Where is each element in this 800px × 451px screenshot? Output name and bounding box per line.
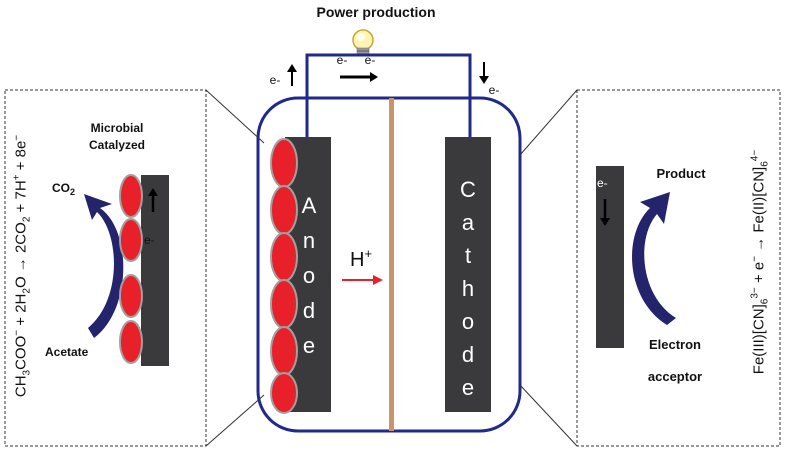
right-zoom-line [519, 89, 578, 156]
cathode-letter: h [462, 276, 474, 301]
electron-acceptor-label-2: acceptor [648, 369, 702, 384]
left-detail-panel [4, 89, 207, 447]
cathode-letter: o [462, 309, 474, 334]
bacterium [119, 218, 143, 262]
anode-reaction-equation: CH3COO− + 2H2O → 2CO2 + 7H+ + 8e− [11, 134, 33, 398]
catalyzed-label: Catalyzed [89, 138, 145, 152]
left-zoom-line [205, 394, 265, 447]
product-label: Product [656, 166, 706, 181]
proton-label: H+ [350, 246, 372, 271]
left-detail-bacteria [119, 174, 143, 364]
anode-letter: o [303, 263, 315, 288]
cathode-letter: a [462, 210, 475, 235]
cathode-letter: e [462, 375, 474, 400]
bacterium [270, 372, 298, 414]
bacterium [119, 320, 143, 364]
left-electron-label: e- [144, 233, 155, 247]
bacterium [119, 274, 143, 318]
cathode-letter: d [462, 342, 474, 367]
bacterium [270, 185, 298, 235]
bacterium [270, 326, 298, 376]
electron-label-bulb-right: e- [365, 53, 376, 67]
cathode-reaction-equation: Fe(III)[CN]63− + e− → Fe(II)[CN]64− [749, 149, 771, 375]
acetate-label: Acetate [45, 345, 89, 359]
anode-letter: n [303, 228, 315, 253]
cathode-letter: t [465, 243, 471, 268]
cathode-label: C a t h o d e [460, 177, 476, 400]
anode-letter: d [303, 298, 315, 323]
anode-letter: e [303, 333, 315, 358]
membrane [389, 98, 394, 431]
microbial-label: Microbial [91, 121, 144, 135]
right-zoom-line [519, 384, 578, 447]
electron-label-anode: e- [270, 73, 281, 87]
bacterium [119, 174, 143, 218]
cathode-letter: C [460, 177, 476, 202]
power-production-title: Power production [317, 4, 436, 20]
cathode-electrode [445, 137, 491, 412]
bacterium [270, 138, 298, 188]
acetate-to-co2-arrow [84, 194, 124, 338]
anode-label: A n o d e [302, 193, 317, 358]
light-bulb-icon [352, 29, 374, 57]
electron-acceptor-label-1: Electron [649, 337, 701, 352]
left-detail-electrode [141, 175, 169, 366]
anode-bacteria [270, 138, 298, 414]
bacterium [270, 232, 298, 282]
electron-label-cathode: e- [489, 83, 500, 97]
acceptor-to-product-arrow [632, 192, 676, 325]
anode-letter: A [302, 193, 317, 218]
right-detail-electrode [596, 166, 624, 348]
electron-label-bulb-left: e- [337, 53, 348, 67]
bacterium [270, 279, 298, 329]
left-zoom-line [205, 89, 265, 144]
co2-label: CO2 [52, 181, 75, 197]
right-electron-label: e- [597, 176, 608, 190]
